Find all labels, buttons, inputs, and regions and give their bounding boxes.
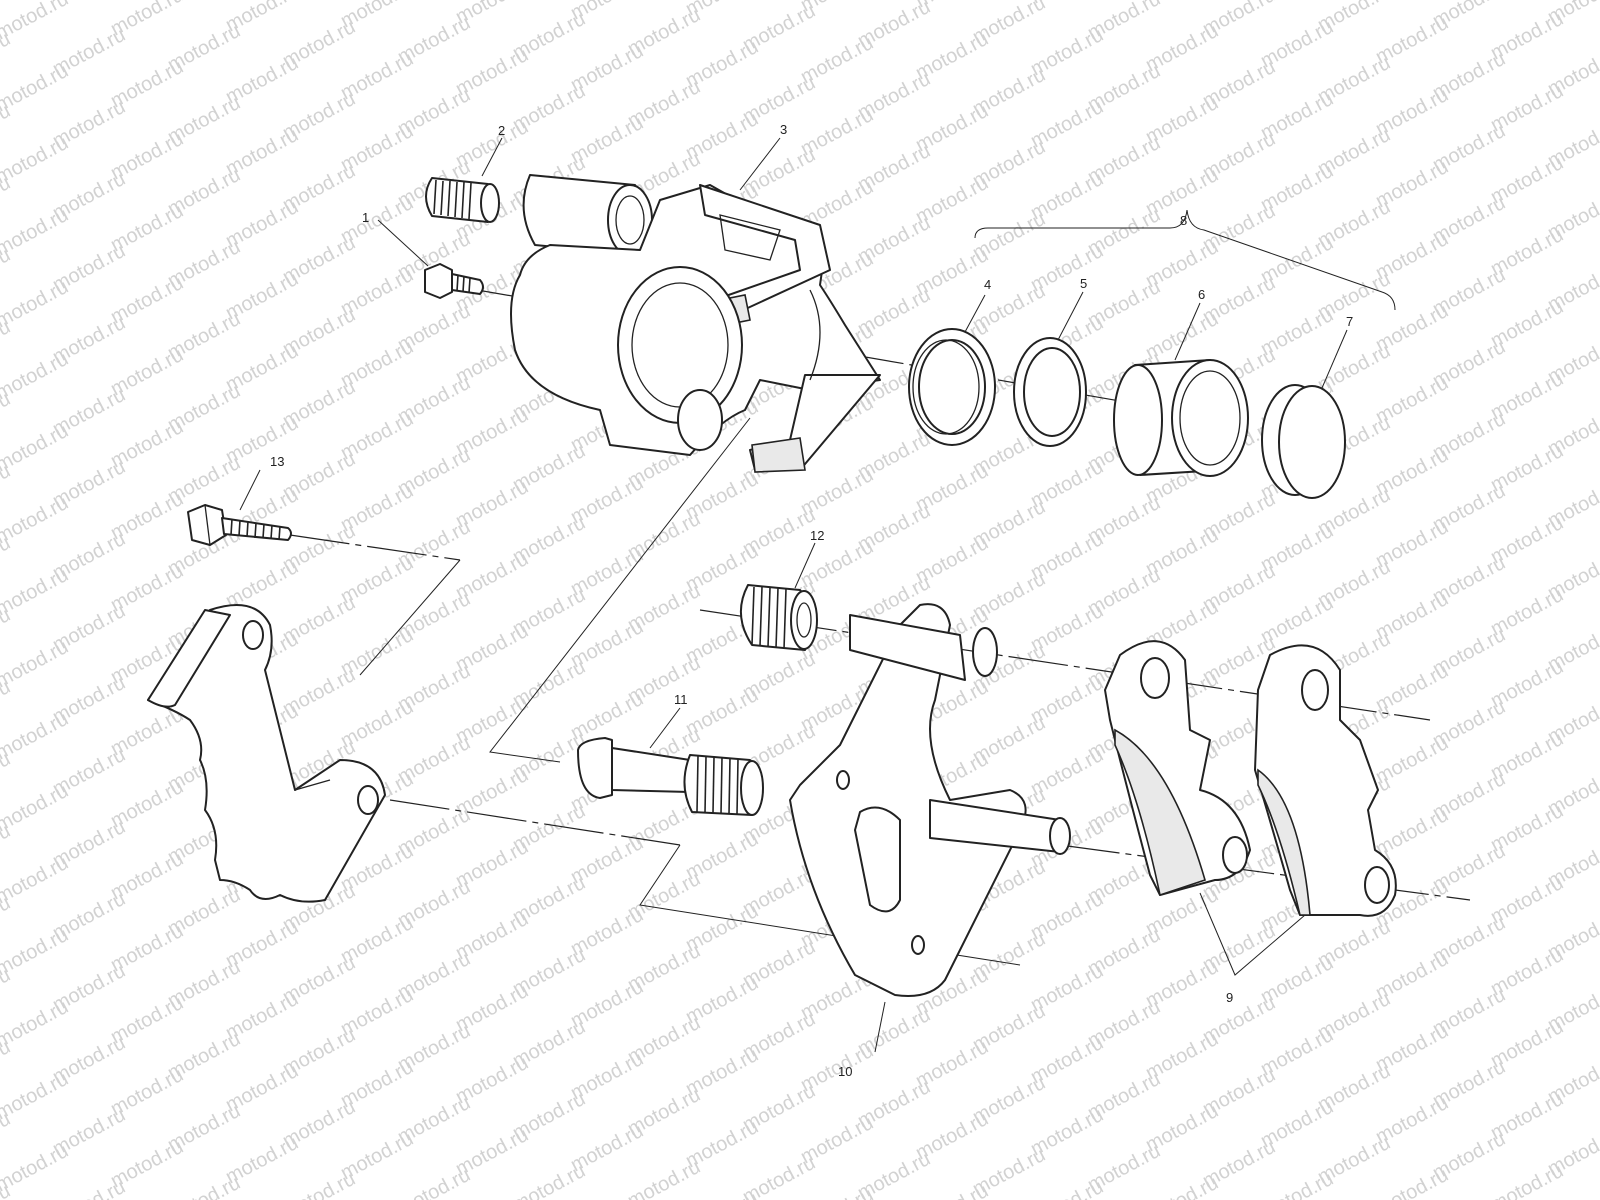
part-1-bleeder-valve — [424, 263, 484, 299]
watermark-text: motod.ru — [1257, 1168, 1337, 1200]
callout-labels: 1 2 3 4 5 6 7 8 9 10 11 12 13 — [270, 122, 1353, 1079]
watermark-text: motod.ru — [0, 924, 72, 980]
watermark-text: motod.ru — [1372, 1164, 1452, 1200]
callout-5: 5 — [1080, 276, 1087, 291]
watermark-text: motod.ru — [0, 708, 72, 764]
watermark-text: motod.ru — [0, 348, 72, 404]
callout-9: 9 — [1226, 990, 1233, 1005]
callout-2: 2 — [498, 123, 505, 138]
part-9-brake-pads — [1104, 640, 1397, 917]
part-8-group-bracket — [974, 209, 1396, 311]
part-12-rubber-boot — [739, 584, 818, 651]
watermark-text: motod.ru — [279, 1168, 359, 1200]
fork-mounting-lug — [147, 604, 386, 903]
watermark-text: motod.ru — [0, 1068, 72, 1124]
callout-3: 3 — [780, 122, 787, 137]
watermark-text: motod.ru — [164, 1172, 244, 1200]
watermark-text: motod.ru — [1027, 1176, 1107, 1200]
watermark-text: motod.ru — [1142, 1172, 1222, 1200]
callout-11: 11 — [674, 692, 688, 707]
watermark-text: motod.ru — [49, 1176, 129, 1200]
callout-6: 6 — [1198, 287, 1205, 302]
callout-12: 12 — [810, 528, 824, 543]
watermark-text: motod.ru — [682, 1188, 762, 1200]
watermark-text: motod.ru — [0, 636, 72, 692]
callout-8: 8 — [1180, 213, 1187, 228]
watermark-text: motod.ru — [0, 204, 72, 260]
watermark-text: motod.ru — [394, 1164, 474, 1200]
callout-10: 10 — [838, 1064, 852, 1079]
part-5-dust-seal — [1013, 337, 1087, 447]
watermark-text: motod.ru — [912, 1180, 992, 1200]
watermark-text: motod.ru — [0, 132, 72, 188]
watermark-text: motod.ru — [0, 0, 72, 44]
callout-4: 4 — [984, 277, 991, 292]
watermark-text: motod.ru — [1487, 1160, 1567, 1200]
part-10-caliper-bracket — [789, 603, 1071, 997]
watermark-text: motod.ru — [509, 1160, 589, 1200]
callout-13: 13 — [270, 454, 284, 469]
part-11-slide-pin — [577, 737, 764, 816]
watermark-text: motod.ru — [624, 1156, 704, 1200]
part-6-piston — [1113, 359, 1249, 477]
leader-lines — [239, 137, 1348, 1053]
part-3-caliper-body — [510, 174, 881, 473]
part-13-mounting-bolt — [187, 504, 292, 546]
watermark-text: motod.ru — [0, 780, 72, 836]
callout-7: 7 — [1346, 314, 1353, 329]
watermark-text: motod.ru — [0, 276, 72, 332]
watermark-text: motod.ru — [0, 852, 72, 908]
part-4-piston-seal — [908, 328, 996, 446]
watermark-text: motod.ru — [0, 0, 15, 8]
watermark-text: motod.ru — [0, 996, 72, 1052]
watermark-text: motod.ru — [0, 492, 72, 548]
callout-1: 1 — [362, 210, 369, 225]
watermark-text: motod.ru — [0, 60, 72, 116]
part-2-threaded-plug — [425, 177, 500, 223]
watermark-text: motod.ru — [0, 1140, 72, 1196]
watermark-text: motod.ru — [0, 420, 72, 476]
watermark-text: motod.ru — [797, 1184, 877, 1200]
part-7-piston-cap — [1261, 384, 1346, 499]
watermark-text: motod.ru — [0, 564, 72, 620]
